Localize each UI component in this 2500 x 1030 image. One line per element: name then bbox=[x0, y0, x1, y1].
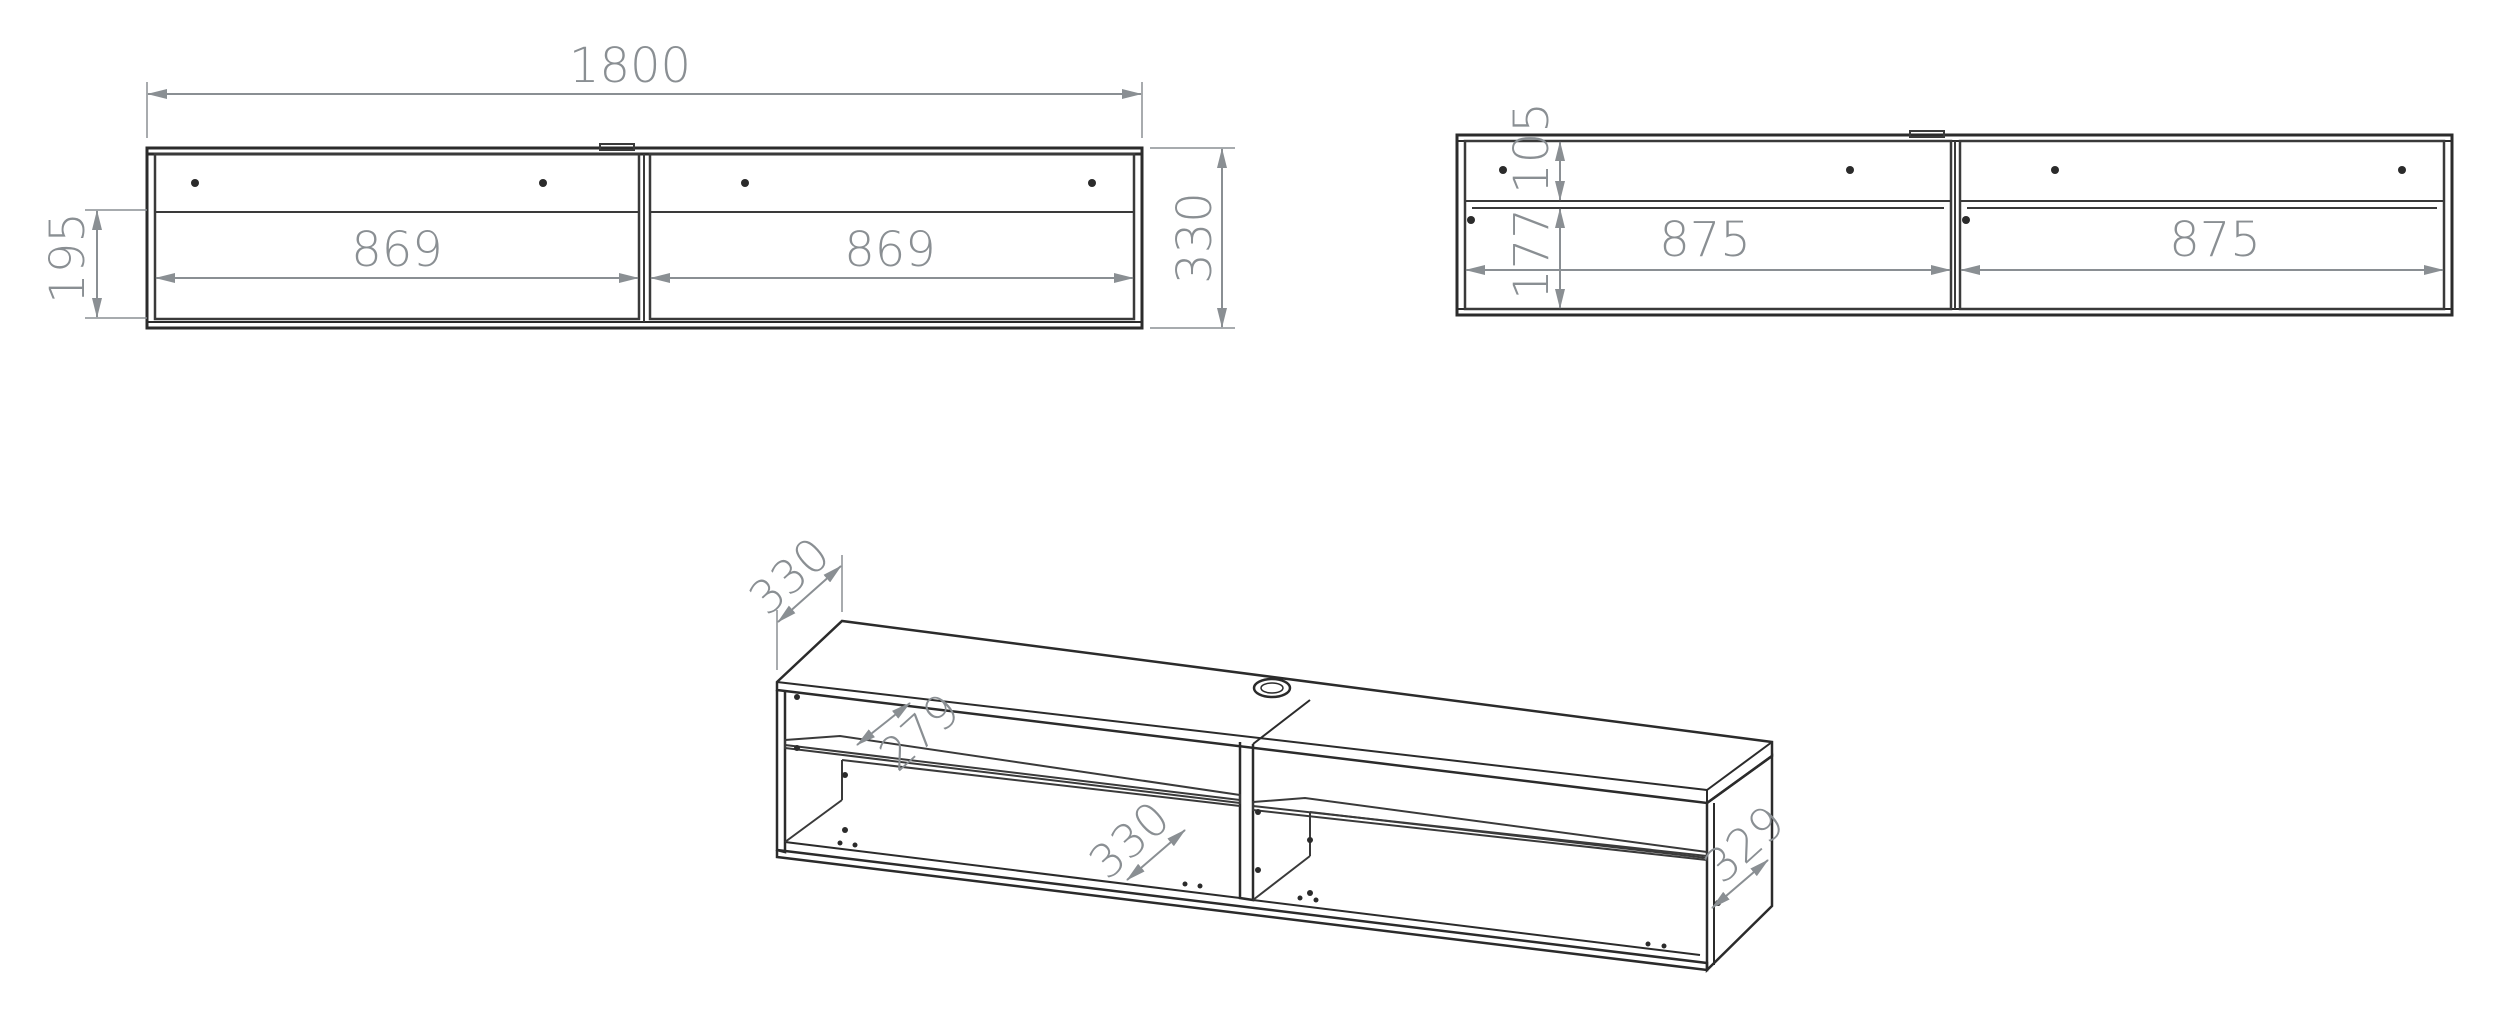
back-compartment-left-label: 875 bbox=[1659, 212, 1751, 268]
back-outer bbox=[1455, 133, 2454, 317]
iso-depth-label: 330 bbox=[739, 527, 840, 626]
screw-dot bbox=[1846, 166, 1854, 174]
back-lower-height-label: 177 bbox=[1504, 208, 1560, 300]
screw-dot bbox=[1088, 179, 1096, 187]
screw-dot bbox=[1499, 166, 1507, 174]
screw-dot bbox=[539, 179, 547, 187]
back-view: 105 177 875 875 bbox=[1455, 102, 2454, 317]
iso-view: 330 279 330 329 bbox=[739, 527, 1795, 973]
front-view: 1800 330 195 869 869 bbox=[40, 38, 1235, 330]
cable-grommet bbox=[1252, 677, 1292, 699]
front-lower-height-label: 195 bbox=[40, 212, 96, 304]
iso-side-depth-label: 329 bbox=[1694, 795, 1795, 894]
front-height-label: 330 bbox=[1167, 192, 1223, 284]
front-width-label: 1800 bbox=[569, 38, 691, 94]
screw-dot bbox=[2398, 166, 2406, 174]
front-compartment-left-label: 869 bbox=[351, 222, 443, 278]
screw-dot bbox=[741, 179, 749, 187]
iso-side-depth-dimension-line bbox=[1711, 859, 1769, 909]
front-compartment-right-label: 869 bbox=[844, 222, 936, 278]
back-upper-height-label: 105 bbox=[1504, 102, 1560, 194]
iso-inner-depth-label: 330 bbox=[1079, 791, 1180, 890]
front-outer bbox=[145, 146, 1144, 330]
screw-dot bbox=[2051, 166, 2059, 174]
screw-dot bbox=[191, 179, 199, 187]
iso-inner-depth-dimension-line bbox=[1126, 829, 1186, 881]
iso-shelf-depth-dimension-line bbox=[856, 702, 911, 746]
iso-left-shelf bbox=[784, 734, 1241, 805]
back-compartment-right-label: 875 bbox=[2169, 212, 2261, 268]
iso-shelf-depth-label: 279 bbox=[869, 683, 970, 782]
iso-depth-dimension-line bbox=[777, 565, 842, 623]
